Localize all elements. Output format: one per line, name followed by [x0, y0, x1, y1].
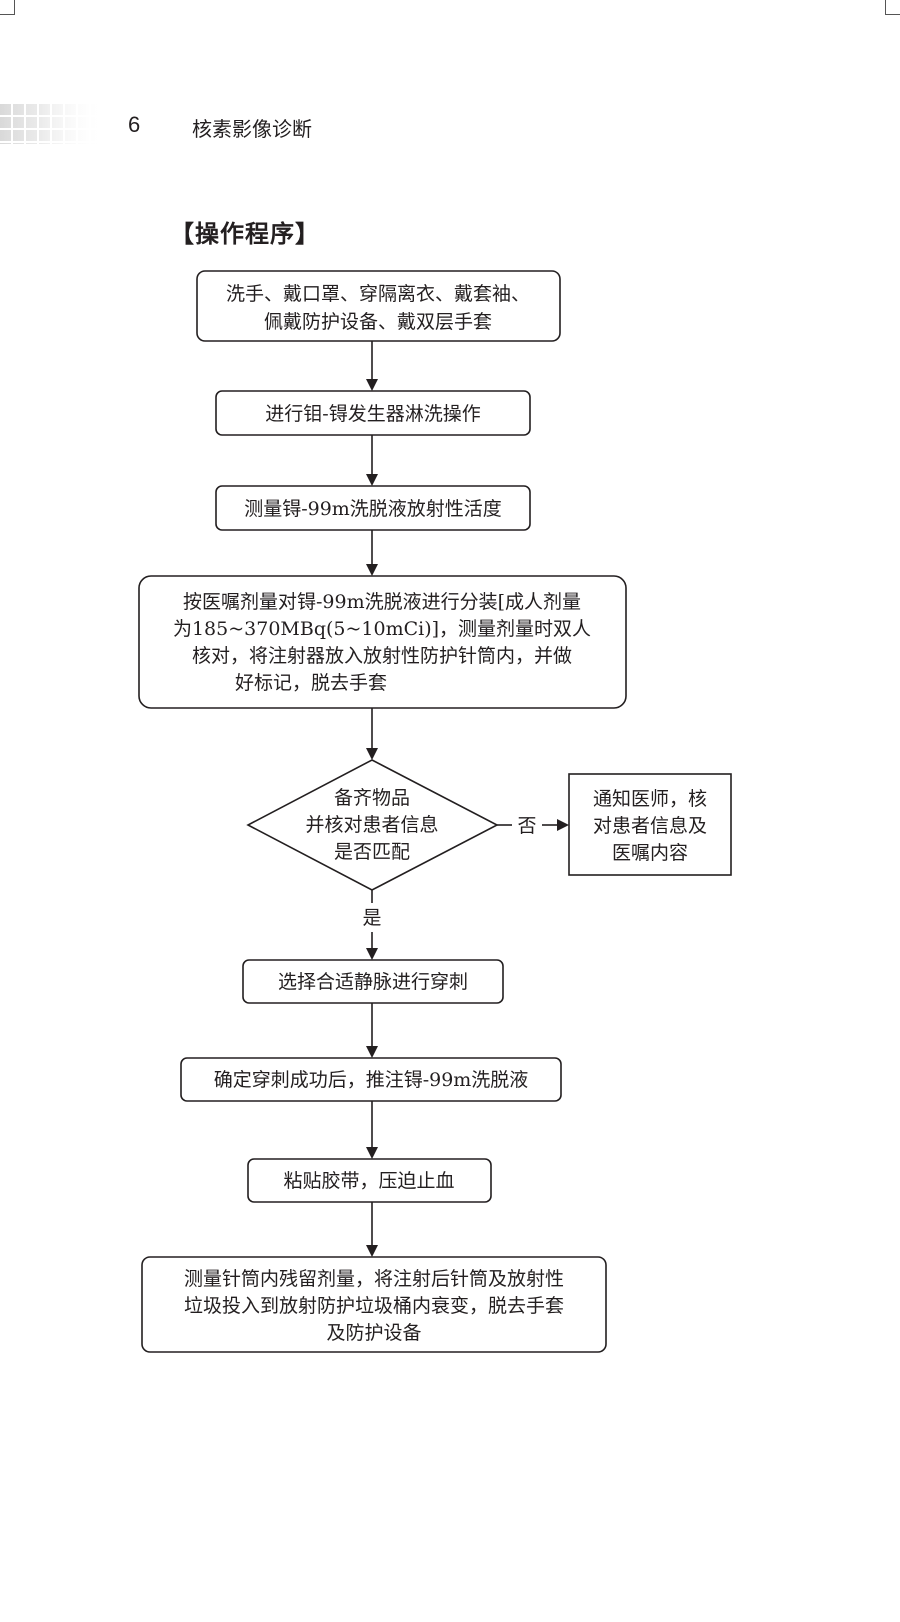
no-label: 否	[517, 815, 536, 837]
step6-line-1: 确定穿刺成功后，推注锝-99m洗脱液	[214, 1069, 529, 1091]
step4-line-1: 按医嘱剂量对锝-99m洗脱液进行分装[成人剂量	[183, 591, 581, 613]
running-title: 核素影像诊断	[192, 117, 312, 141]
step7-box	[247, 1158, 492, 1203]
step7-line-1: 粘贴胶带，压迫止血	[283, 1170, 454, 1192]
step2-box	[215, 390, 531, 436]
decision-line-1: 备齐物品	[334, 787, 410, 809]
decision-line-3: 是否匹配	[334, 841, 410, 863]
decision-line-2: 并核对患者信息	[305, 814, 438, 836]
step4-line-3: 核对，将注射器放入放射性防护针筒内，并做	[192, 645, 572, 667]
section-title: 【操作程序】	[170, 220, 320, 248]
yes-label: 是	[362, 907, 381, 929]
step1-line-2: 佩戴防护设备、戴双层手套	[264, 311, 492, 333]
step5-box	[242, 959, 504, 1004]
arrow-4-head	[366, 748, 378, 760]
arrow-3-head	[366, 564, 378, 576]
step1-box	[196, 270, 561, 342]
step4-box	[138, 575, 627, 709]
arrow-7-head	[366, 1245, 378, 1257]
step8-line-3: 及防护设备	[326, 1322, 421, 1344]
header-fade	[0, 104, 104, 144]
step8-line-1: 测量针筒内残留剂量，将注射后针筒及放射性	[184, 1268, 564, 1290]
step4-line-2: 为185~370MBq(5~10mCi)]，测量剂量时双人	[173, 618, 591, 640]
crop-mark-top-right	[885, 0, 900, 15]
no-branch-box	[568, 773, 732, 876]
arrow-2-head	[366, 474, 378, 486]
yes-arrow-head	[366, 948, 378, 960]
no-branch-line-1: 通知医师，核	[593, 788, 707, 810]
step3-box	[215, 485, 531, 531]
no-arrow-head	[557, 819, 569, 831]
arrow-5-head	[366, 1046, 378, 1058]
arrow-1-head	[366, 379, 378, 391]
step6-box	[180, 1057, 562, 1102]
arrow-6-head	[366, 1147, 378, 1159]
step1-line-1: 洗手、戴口罩、穿隔离衣、戴套袖、	[226, 283, 530, 305]
page-number: 6	[128, 112, 141, 137]
step8-line-2: 垃圾投入到放射防护垃圾桶内衰变，脱去手套	[184, 1295, 564, 1317]
header-decoration	[0, 104, 104, 144]
step2-line-1: 进行钼-锝发生器淋洗操作	[265, 403, 480, 425]
step5-line-1: 选择合适静脉进行穿刺	[278, 971, 468, 993]
no-branch-line-3: 医嘱内容	[612, 842, 688, 864]
crop-mark-top-left	[0, 0, 15, 15]
step3-line-1: 测量锝-99m洗脱液放射性活度	[244, 498, 502, 520]
step8-box	[141, 1256, 607, 1353]
step4-line-4: 好标记，脱去手套	[235, 672, 387, 694]
no-branch-line-2: 对患者信息及	[593, 815, 707, 837]
